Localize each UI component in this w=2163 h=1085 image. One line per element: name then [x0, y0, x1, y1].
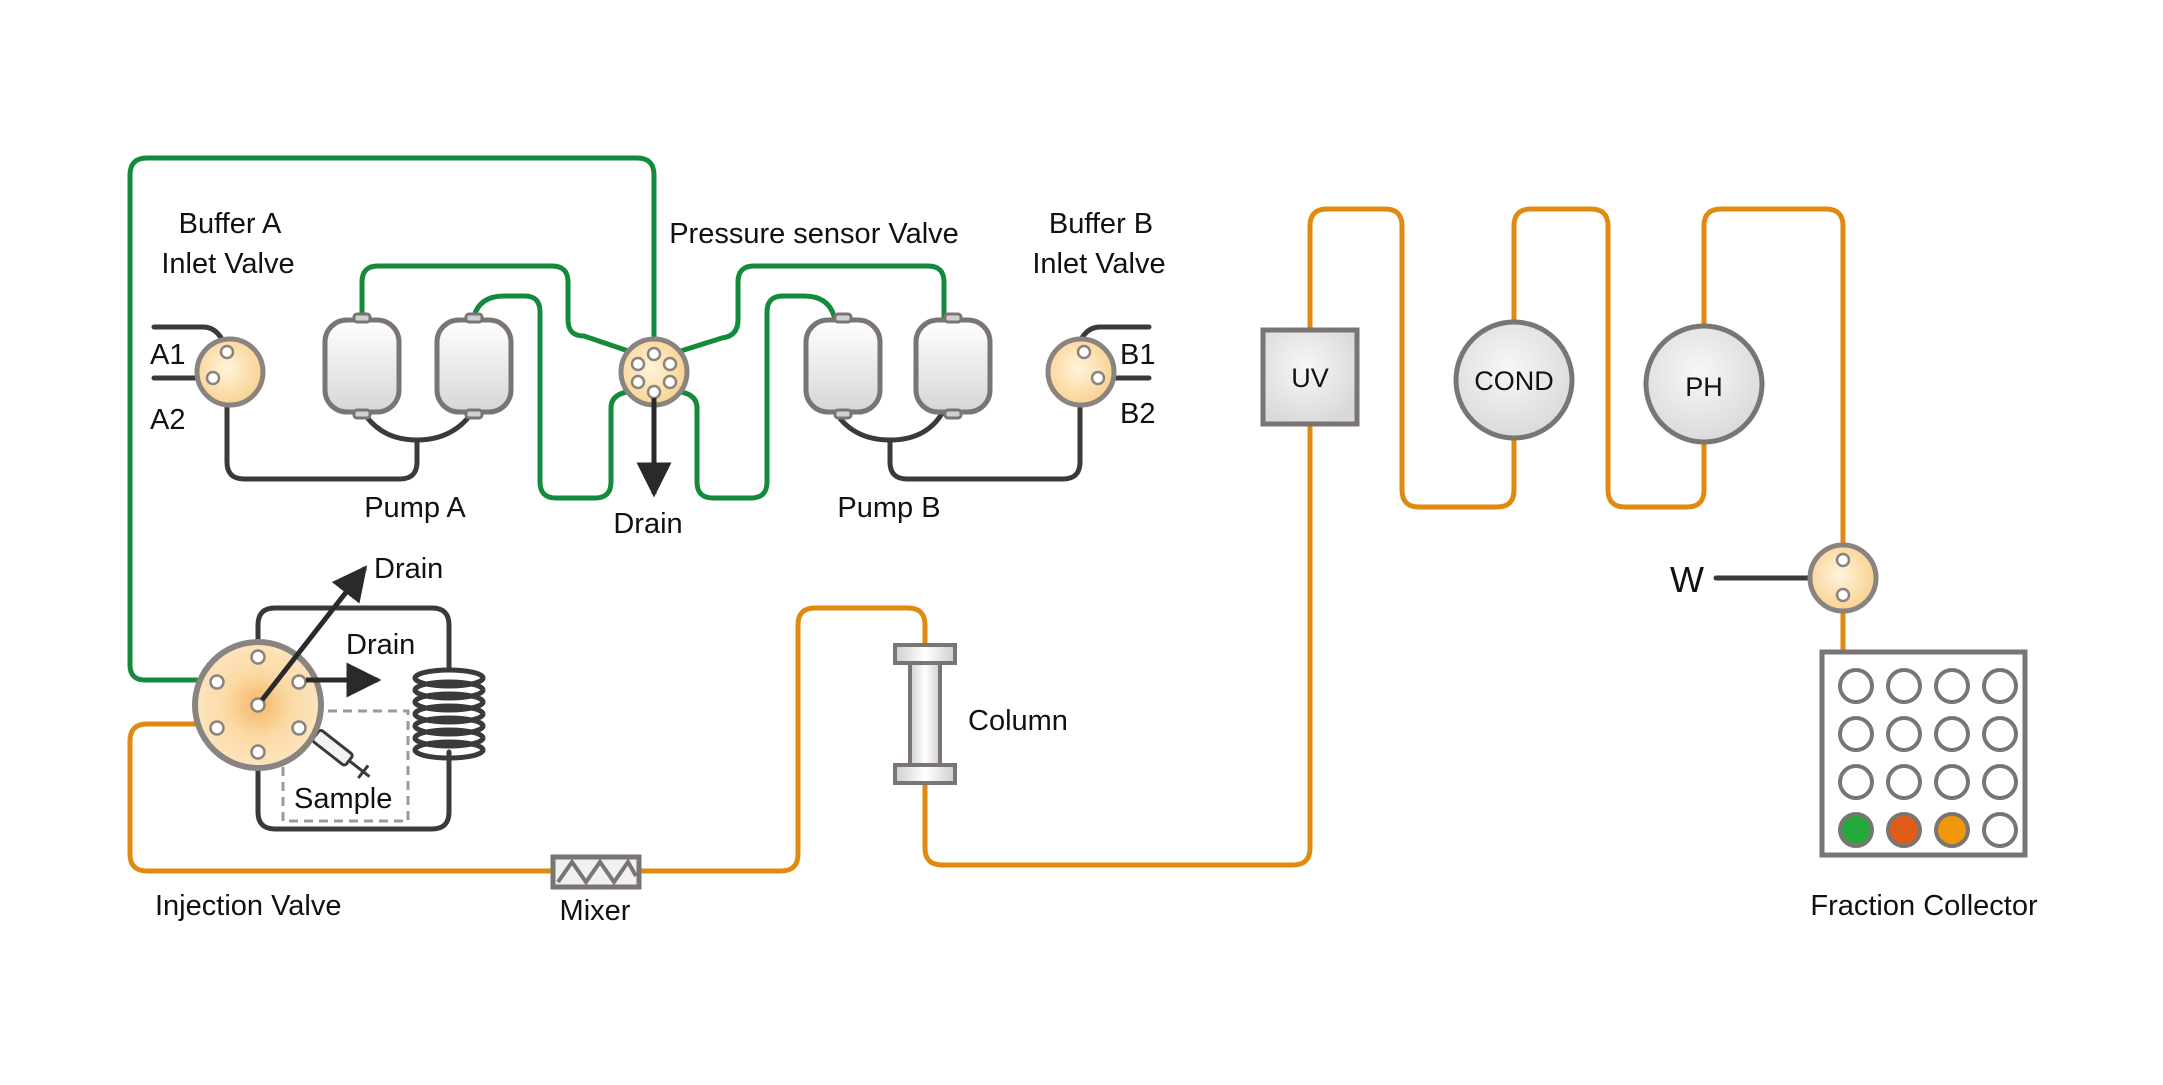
sample-loop-coil [412, 667, 486, 761]
buffer-b-label-line1: Buffer B [1049, 208, 1153, 240]
pressure-sensor-valve-label: Pressure sensor Valve [669, 218, 959, 250]
orange-line-column-to-uv [922, 422, 1313, 868]
drain-upper-label: Drain [374, 553, 443, 585]
sample-label: Sample [294, 783, 392, 815]
buffer-b-label-line2: Inlet Valve [1032, 248, 1165, 280]
pump-a-right-head[interactable] [434, 312, 514, 420]
orange-line-injection-to-mixer [127, 721, 554, 874]
green-line-injection-to-pressure-valve [127, 155, 657, 683]
pump-b[interactable] [803, 312, 993, 420]
fraction-collector[interactable] [1819, 649, 2028, 858]
pressure-sensor-valve[interactable] [618, 336, 690, 408]
dark-line-loop-top [255, 605, 452, 673]
collector-well-r3-c1[interactable] [1838, 764, 1874, 800]
uv-detector[interactable] [1260, 327, 1360, 427]
green-line-pump-a-left-to-pressure-valve [359, 263, 643, 358]
uv-label: UV [1291, 363, 1329, 393]
b2-label: B2 [1120, 398, 1155, 430]
injection-valve[interactable] [192, 639, 324, 771]
buffer-a-label-line1: Buffer A [179, 208, 282, 240]
buffer-b-inlet-valve[interactable] [1045, 336, 1117, 408]
b1-label: B1 [1120, 339, 1155, 371]
green-tubing [127, 155, 947, 683]
buffer-a-inlet-valve[interactable] [194, 336, 266, 408]
collector-well-r3-c3[interactable] [1934, 764, 1970, 800]
pump-b-label: Pump B [837, 492, 940, 524]
collector-well-r2-c2[interactable] [1886, 716, 1922, 752]
drain-center-label: Drain [613, 508, 682, 540]
outlet-valve[interactable] [1807, 542, 1879, 614]
dark-line-pump-a-manifold [359, 407, 477, 443]
drain-lower-label: Drain [346, 629, 415, 661]
collector-well-r4-c3[interactable] [1934, 812, 1970, 848]
orange-line-uv-to-cond [1307, 206, 1517, 510]
collector-well-r1-c4[interactable] [1982, 668, 2018, 704]
a2-label: A2 [150, 404, 185, 436]
dark-line-buffer-a-to-pump-a [224, 399, 420, 482]
buffer-a-label-line2: Inlet Valve [161, 248, 294, 280]
sample-dashed-box [281, 709, 410, 823]
column[interactable] [893, 643, 957, 785]
collector-well-r2-c1[interactable] [1838, 716, 1874, 752]
collector-well-r3-c2[interactable] [1886, 764, 1922, 800]
mixer-label: Mixer [560, 895, 631, 927]
dark-line-buffer-b-to-pump-b [887, 399, 1083, 482]
orange-line-mixer-to-column [636, 605, 928, 874]
waste-label: W [1670, 559, 1704, 600]
dark-line-pump-b-manifold [831, 407, 947, 443]
drain-arrow-upper [260, 565, 368, 702]
green-line-pressure-valve-to-pump-b-right [665, 263, 947, 358]
collector-well-r2-c3[interactable] [1934, 716, 1970, 752]
collector-well-r4-c1[interactable] [1838, 812, 1874, 848]
collector-well-r1-c2[interactable] [1886, 668, 1922, 704]
pump-a-label: Pump A [364, 492, 466, 524]
labels: Buffer A Inlet Valve Pressure sensor Val… [150, 208, 2038, 927]
green-line-pump-a-right-to-pressure-valve [471, 293, 630, 501]
fraction-collector-wells [1838, 668, 2018, 848]
pump-a[interactable] [322, 312, 514, 420]
ph-detector[interactable] [1643, 323, 1765, 445]
collector-well-r3-c4[interactable] [1982, 764, 2018, 800]
a1-label: A1 [150, 339, 185, 371]
cond-detector[interactable] [1453, 319, 1575, 441]
ph-label: PH [1685, 372, 1723, 402]
orange-line-cond-to-ph [1511, 206, 1707, 510]
dark-line-loop-bottom [255, 749, 452, 832]
column-label: Column [968, 705, 1068, 737]
injection-valve-label: Injection Valve [155, 890, 341, 922]
orange-line-ph-to-outlet-valve [1701, 206, 1846, 563]
dark-tubing [151, 324, 1821, 832]
collector-well-r4-c4[interactable] [1982, 812, 2018, 848]
pump-b-right-head[interactable] [913, 312, 993, 420]
collector-well-r4-c2[interactable] [1886, 812, 1922, 848]
collector-well-r1-c3[interactable] [1934, 668, 1970, 704]
orange-tubing [127, 206, 1846, 874]
collector-well-r2-c4[interactable] [1982, 716, 2018, 752]
green-line-pressure-valve-to-pump-b-left [678, 293, 837, 501]
pump-a-left-head[interactable] [322, 312, 402, 420]
mixer[interactable] [550, 854, 642, 890]
pump-b-left-head[interactable] [803, 312, 883, 420]
cond-label: COND [1474, 366, 1554, 396]
collector-well-r1-c1[interactable] [1838, 668, 1874, 704]
fraction-collector-label: Fraction Collector [1810, 890, 2038, 922]
